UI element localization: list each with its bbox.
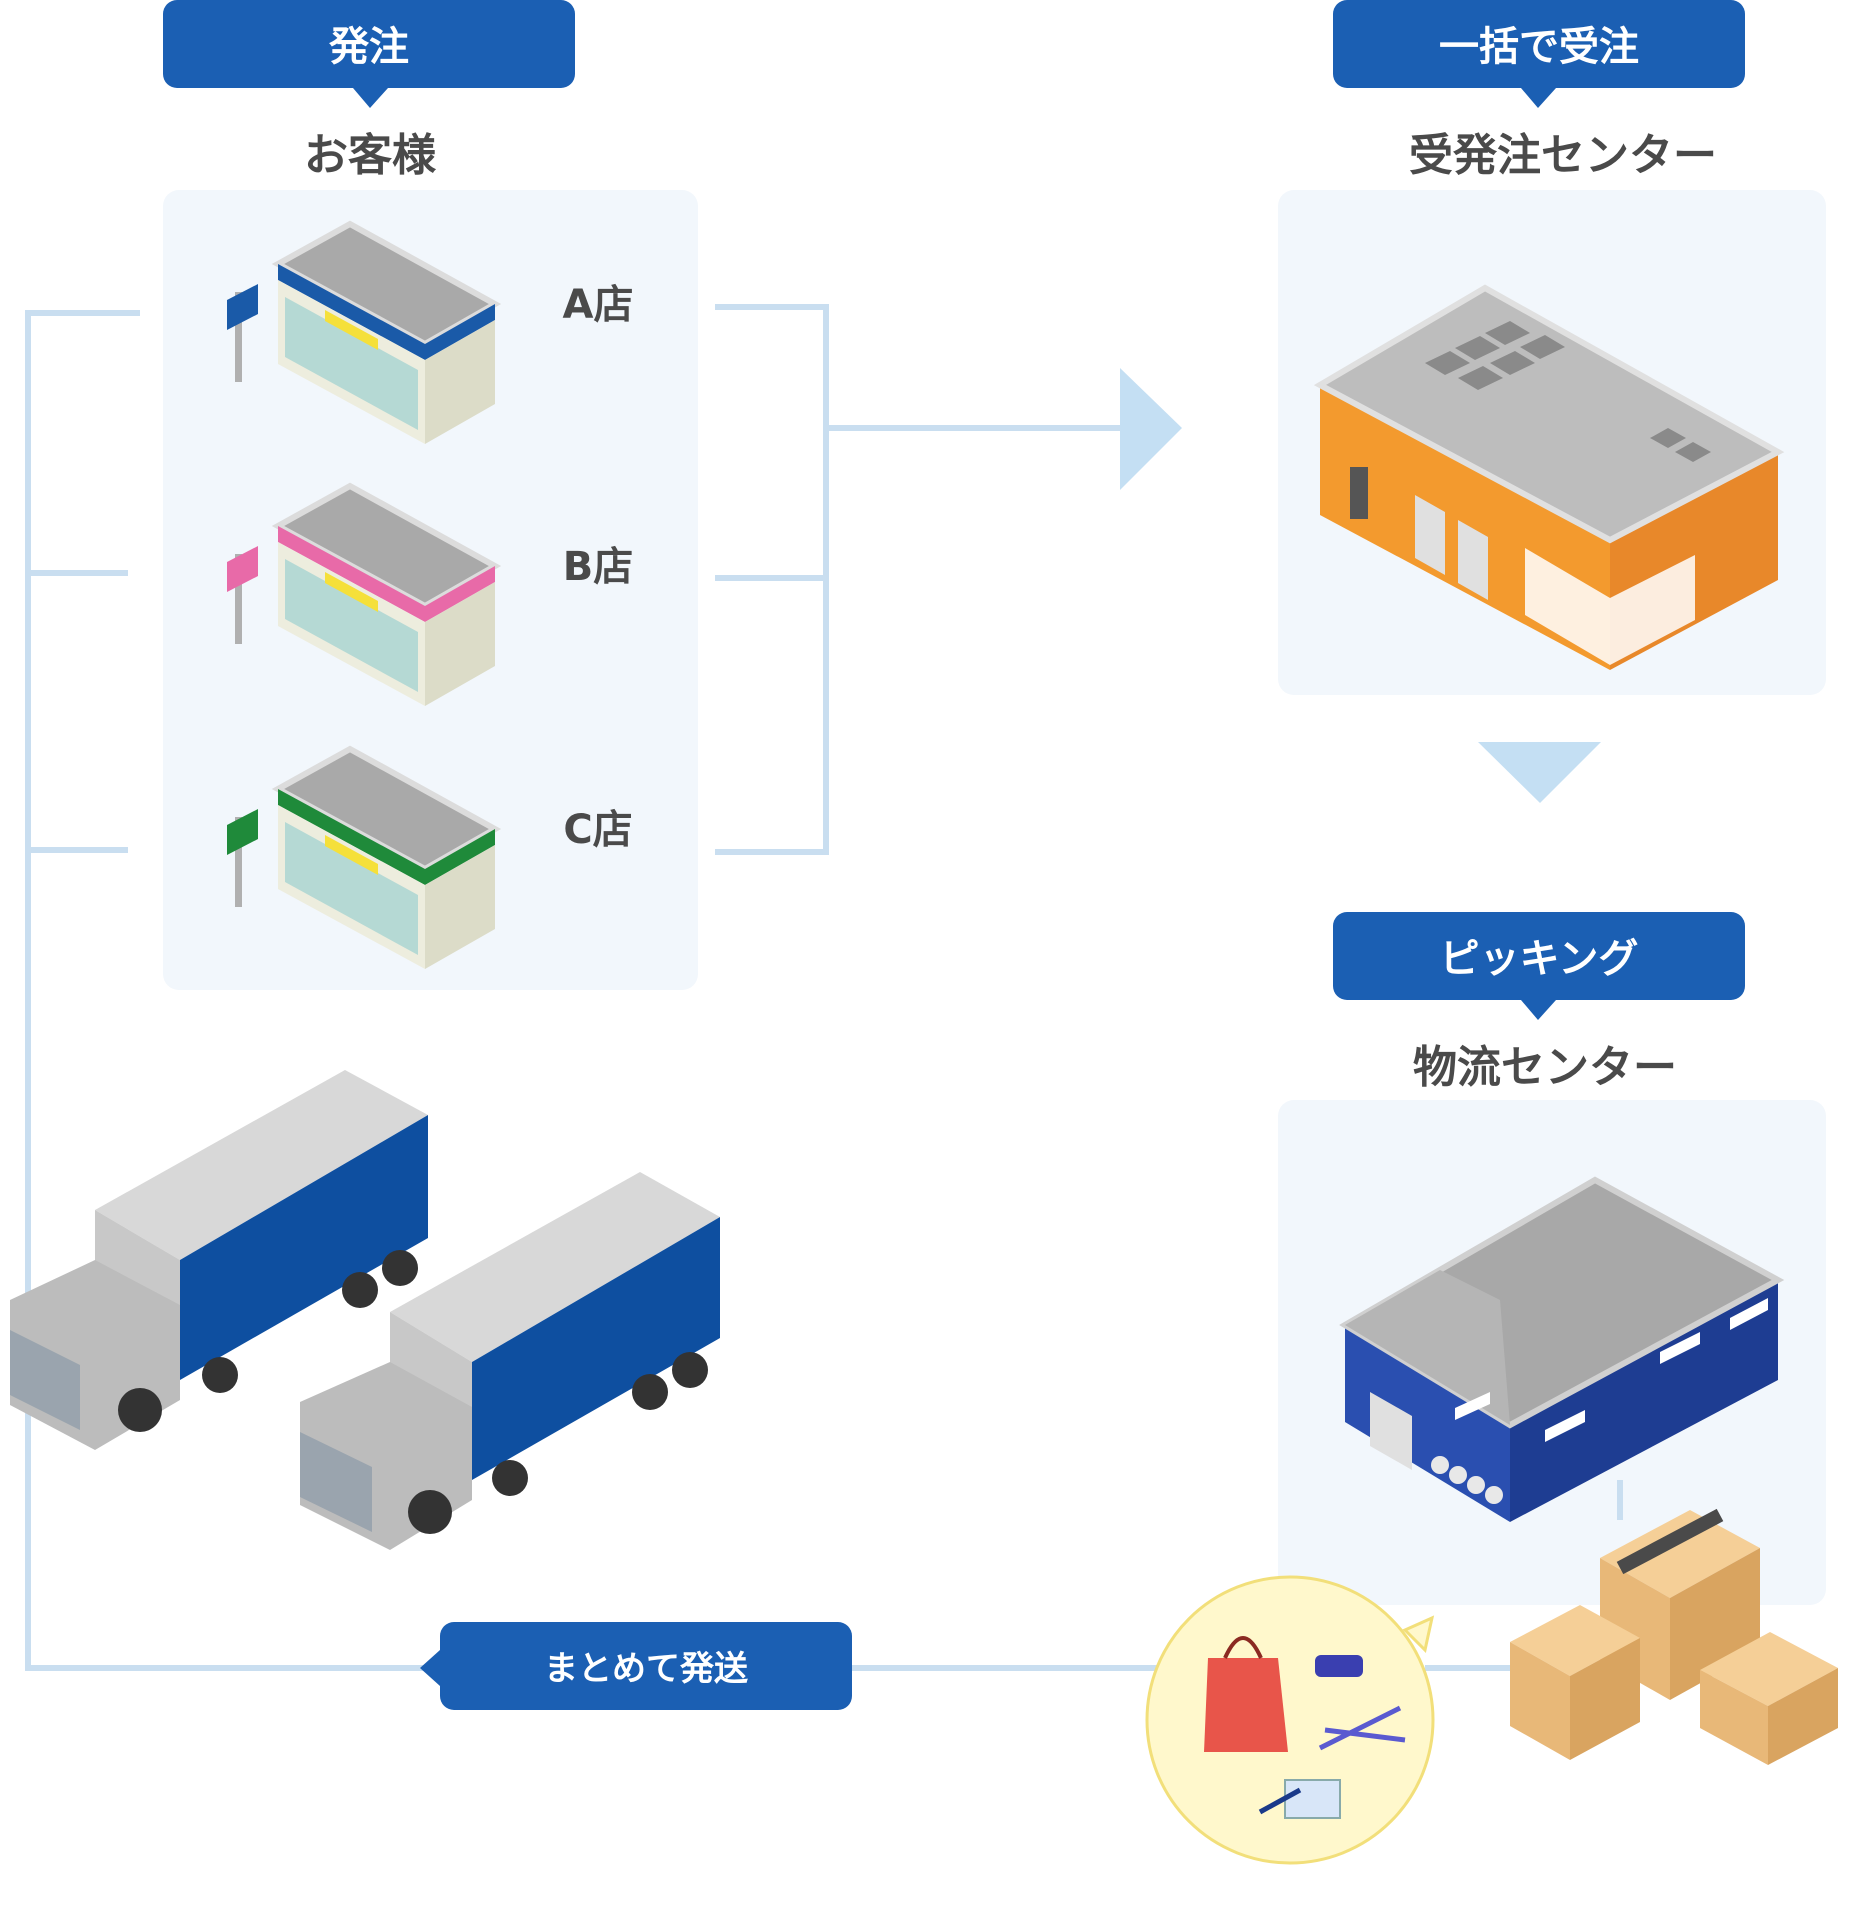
store-side-wall [425, 320, 495, 444]
store-2: B店 [227, 482, 634, 706]
picked-items-icon [1145, 1575, 1435, 1865]
picking-badge: ピッキング [1333, 912, 1745, 1020]
ship-together-badge: まとめて発送 [420, 1622, 852, 1710]
truck-icon [10, 1070, 428, 1450]
store-sign-board [325, 572, 378, 612]
store-sign-icon [227, 284, 258, 330]
store-label: C店 [563, 807, 632, 853]
store-stripe-side [425, 829, 495, 885]
sign-post [235, 292, 242, 382]
store-sign-board [325, 310, 378, 350]
order-badge-label: 発注 [329, 24, 409, 70]
store-sign-icon [227, 546, 258, 592]
store-side-wall [425, 845, 495, 969]
stapler-icon [1315, 1655, 1363, 1677]
bulk-receive-badge-label: 一括で受注 [1439, 24, 1639, 70]
logistics-center-heading: 物流センター [1413, 1042, 1677, 1093]
store-stripe-side [425, 304, 495, 360]
customer-heading: お客様 [304, 130, 437, 181]
store-3: C店 [227, 745, 633, 969]
store-stripe-side [425, 566, 495, 622]
store-stripe [278, 789, 425, 885]
bulk-receive-badge: 一括で受注 [1333, 0, 1745, 108]
factory-icon [1339, 1176, 1785, 1522]
ship-together-badge-label: まとめて発送 [544, 1649, 748, 1689]
store-label: A店 [563, 282, 634, 328]
truck-icon [300, 1172, 720, 1550]
warehouse-icon [1313, 284, 1785, 670]
store-stripe [278, 526, 425, 622]
scissors-icon [1318, 1705, 1406, 1751]
store-list: A店 B店 C店 [227, 220, 634, 969]
store-label: B店 [563, 544, 634, 590]
store-sign-icon [227, 809, 258, 855]
order-center-heading: 受発注センター [1409, 130, 1717, 181]
store-sign-board [325, 835, 378, 875]
store-1: A店 [227, 220, 634, 444]
pen-icon [1258, 1787, 1302, 1815]
sign-post [235, 817, 242, 907]
store-windows [285, 822, 418, 955]
sign-post [235, 554, 242, 644]
order-badge: 発注 [163, 0, 575, 108]
shopping-bag-icon [1204, 1636, 1288, 1752]
connector-lines [25, 304, 1623, 1671]
picking-badge-label: ピッキング [1440, 936, 1639, 982]
notepad-icon [1284, 1779, 1341, 1819]
store-windows [285, 297, 418, 430]
arrow-down-icon [1478, 742, 1601, 803]
arrow-right-icon [1120, 368, 1182, 490]
store-stripe [278, 264, 425, 360]
store-side-wall [425, 582, 495, 706]
store-windows [285, 559, 418, 692]
cardboard-box-icon [1510, 1508, 1838, 1765]
